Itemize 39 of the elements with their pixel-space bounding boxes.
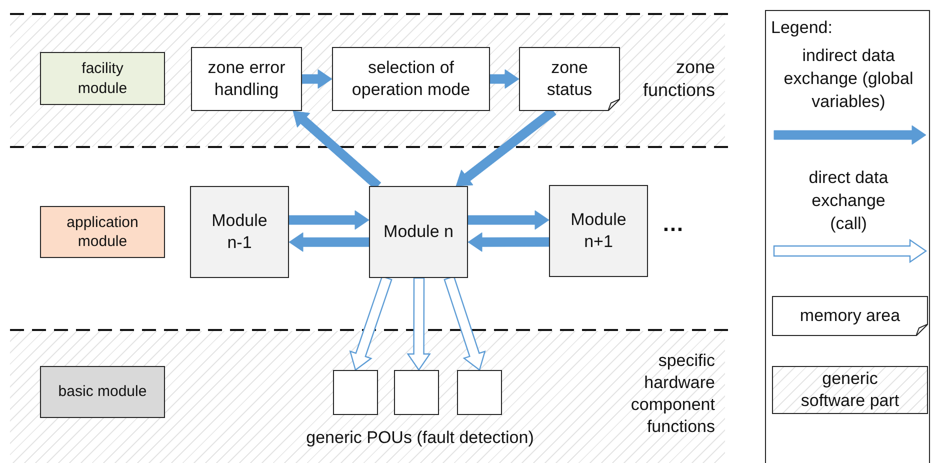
continuation-dots: … <box>662 210 687 238</box>
arrow <box>406 277 431 372</box>
node-label: basic module <box>57 382 148 402</box>
module-type-box <box>40 52 165 105</box>
pou-box <box>333 370 378 415</box>
node-label: zone status <box>546 56 594 101</box>
module-type-box <box>40 206 165 258</box>
node-label: selection of operation mode <box>350 56 472 101</box>
pou-box <box>457 370 502 415</box>
legend-text: indirect data exchange (global variables) <box>782 45 914 113</box>
module-box <box>549 185 648 277</box>
module-box <box>190 186 289 278</box>
node-label: Module n <box>382 220 454 243</box>
caption-text: generic POUs (fault detection) <box>305 427 535 449</box>
pou-box <box>394 370 439 415</box>
arrow <box>349 276 392 371</box>
memory-area-box <box>519 47 620 111</box>
arrow <box>288 232 370 252</box>
process-box <box>332 47 490 111</box>
node-label: facility module <box>76 59 128 98</box>
arrow <box>468 210 550 230</box>
arrow <box>490 69 520 89</box>
module-box <box>369 186 468 278</box>
node-label: Module n+1 <box>570 208 628 253</box>
node-label: application module <box>66 212 140 252</box>
legend-text: direct data exchange (call) <box>808 167 890 235</box>
band-label: zone functions <box>642 56 715 102</box>
arrow <box>302 69 332 89</box>
legend-heading: Legend: <box>771 17 834 39</box>
legend-sample-box: generic software part <box>772 366 928 414</box>
process-box <box>191 47 302 111</box>
arrow <box>468 232 550 252</box>
node-label: zone error handling <box>206 56 286 101</box>
node-label: Module n-1 <box>210 210 268 254</box>
module-type-box <box>40 366 165 418</box>
arrow <box>288 210 370 230</box>
arrow <box>444 276 486 371</box>
legend-sample-box: memory area <box>772 296 928 336</box>
band-label: specific hardware component functions <box>630 350 715 438</box>
